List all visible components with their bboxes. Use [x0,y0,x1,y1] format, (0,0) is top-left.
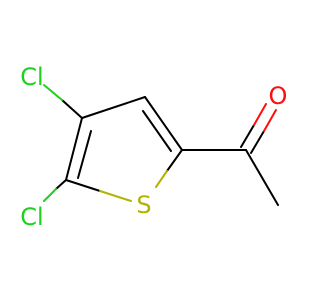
atom-labels: Cl Cl S O [20,63,287,231]
bonds [43,84,279,206]
bond-c3-cl [61,99,83,119]
atom-cl-top: Cl [20,63,43,91]
atom-sulfur: S [136,191,151,219]
bond-c1-s-colored [155,170,168,188]
bond-c2-c1 [144,96,183,151]
atom-oxygen: O [269,82,288,110]
bond-c1-s [166,149,183,172]
bond-co-a-colored [253,103,267,126]
molecule-diagram: Cl Cl S O [20,63,287,231]
bond-co-b [250,130,265,154]
bond-co-a [240,124,255,148]
bond-c3-c2 [81,96,146,119]
bond-c4-s [65,179,101,192]
bond-ccarbonyl-methyl [245,149,279,206]
bond-c4-cl-colored [43,188,57,202]
bond-c2-c1-inner [142,110,172,152]
bond-c3-cl-colored [43,84,63,101]
bond-co-b-colored [263,109,277,132]
bond-c4-s-colored [99,190,132,202]
bond-c4-cl [55,179,67,190]
atom-cl-bottom: Cl [20,203,43,231]
bond-c3-c4 [65,117,83,181]
bond-c3-c4-inner [77,130,92,179]
